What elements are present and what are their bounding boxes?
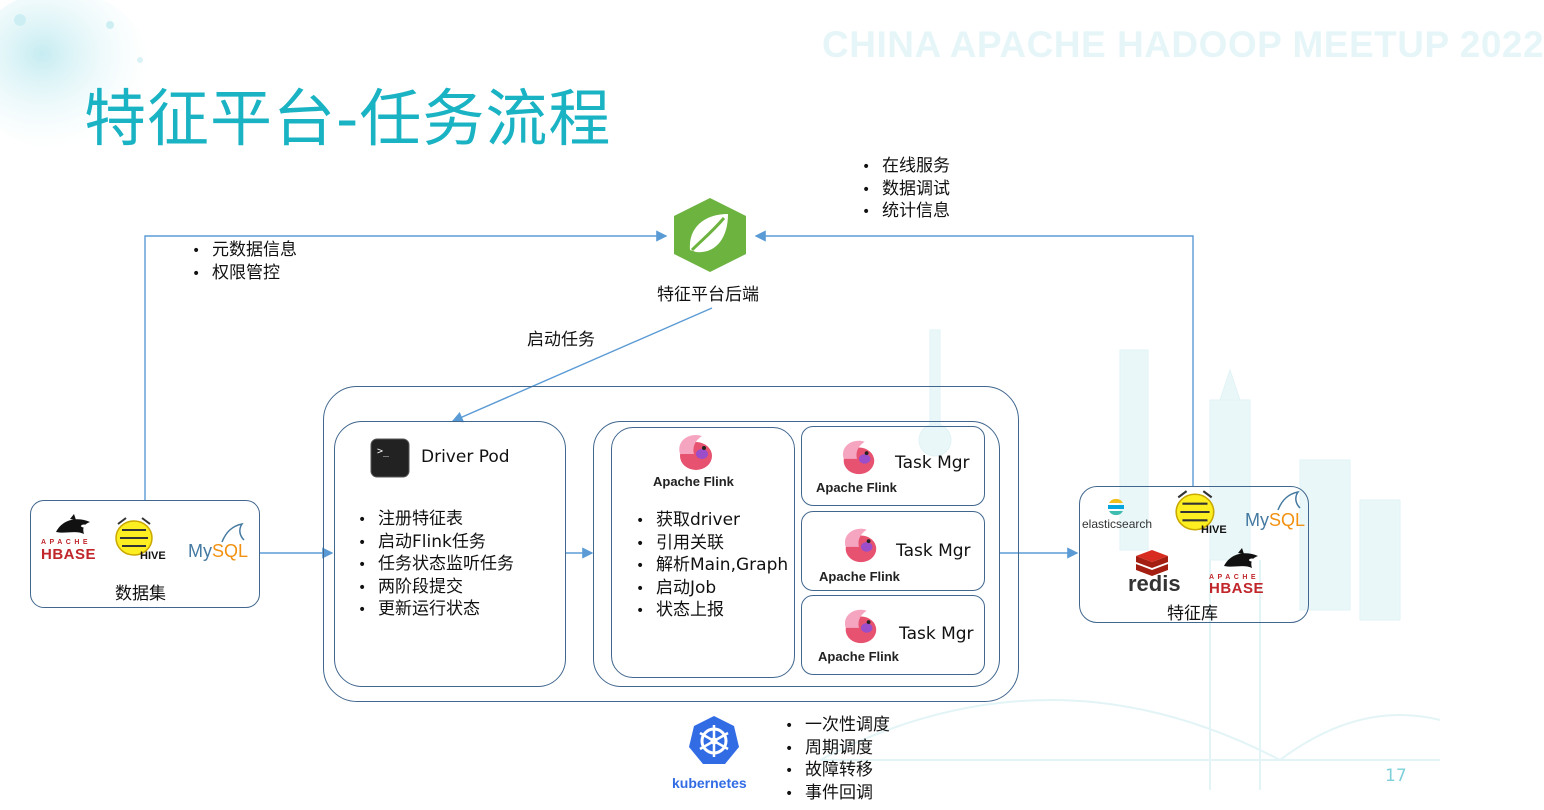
kubernetes-icon [689,716,739,764]
flink-caption: Apache Flink [816,480,897,495]
list-item: 故障转移 [785,760,890,783]
list-item: 统计信息 [862,201,950,224]
kubernetes-label: kubernetes [672,775,747,791]
page-number: 17 [1385,766,1407,786]
list-item: 在线服务 [862,156,950,179]
hive-logo-text: HIVE [1201,524,1227,536]
hbase-logo: HBASE [1209,580,1265,597]
hbase-logo-top: APACHE [41,539,92,546]
orca-icon [56,514,90,534]
list-item: 更新运行状态 [358,599,514,622]
feature-store-box [1079,486,1309,623]
task-manager-label: Task Mgr [896,541,971,561]
task-manager-label: Task Mgr [895,453,970,473]
driver-pod-bullets: 注册特征表 启动Flink任务 任务状态监听任务 两阶段提交 更新运行状态 [358,509,514,622]
hive-icon [115,517,153,556]
start-task-label: 启动任务 [527,330,595,350]
dolphin-icon [221,522,245,543]
list-item: 两阶段提交 [358,577,514,600]
svg-text:>_: >_ [377,446,390,457]
kubernetes-bullets: 一次性调度 周期调度 故障转移 事件回调 [785,715,890,805]
flink-bullets: 获取driver 引用关联 解析Main,Graph 启动Job 状态上报 [636,510,788,623]
dolphin-icon [1277,490,1301,511]
mysql-logo: MySQL [1245,510,1305,531]
elasticsearch-logo-text: elasticsearch [1082,517,1153,531]
mysql-sql: SQL [212,541,249,561]
list-item: 引用关联 [636,533,788,556]
backend-bullets: 在线服务 数据调试 统计信息 [862,156,950,224]
task-manager-box-1 [801,426,985,506]
arrow-featurestore-to-backend [754,230,1194,486]
task-manager-box-2 [801,511,985,591]
list-item: 状态上报 [636,600,788,623]
hive-logo-text: HIVE [140,550,166,562]
flink-session-box [593,421,1000,687]
driver-pod-box [334,421,566,687]
redis-logo-text: redis [1128,571,1181,596]
backend-label: 特征平台后端 [657,285,759,305]
hbase-logo-top: APACHE [1209,574,1260,581]
slide: CHINA APACHE HADOOP MEETUP 2022 特征平台-任务流… [0,0,1440,810]
list-item: 解析Main,Graph [636,555,788,578]
feature-store-label: 特征库 [1167,604,1218,624]
redis-icon [1136,550,1168,576]
list-item: 注册特征表 [358,509,514,532]
mysql-logo: MySQL [188,541,248,562]
elasticsearch-icon [1108,498,1124,516]
watermark: CHINA APACHE HADOOP MEETUP 2022 [822,24,1544,65]
list-item: 启动Job [636,578,788,601]
flink-squirrel-icon [845,609,877,644]
mysql-my: My [1245,510,1269,530]
driver-pod-title: Driver Pod [421,447,510,467]
flink-squirrel-icon [843,440,875,475]
flink-squirrel-icon [845,528,877,563]
flink-squirrel-icon [679,434,712,470]
connectors [144,230,1194,559]
slide-title: 特征平台-任务流程 [84,82,612,155]
list-item: 数据调试 [862,179,950,202]
k8s-cluster-box [323,386,1019,702]
task-manager-box-3 [801,595,985,675]
datasets-box [30,500,260,608]
meta-bullets: 元数据信息 权限管控 [192,240,297,285]
mysql-sql: SQL [1269,510,1306,530]
flink-caption: Apache Flink [819,569,900,584]
terminal-icon: >_ [370,438,410,478]
arrow-backend-to-driver [451,307,713,423]
list-item: 事件回调 [785,783,890,806]
mysql-my: My [188,541,212,561]
list-item: 获取driver [636,510,788,533]
list-item: 周期调度 [785,738,890,761]
spring-leaf-icon [674,198,746,272]
list-item: 任务状态监听任务 [358,554,514,577]
hbase-logo: HBASE [41,546,97,563]
list-item: 启动Flink任务 [358,532,514,555]
orca-icon [1224,548,1258,568]
list-item: 元数据信息 [192,240,297,263]
task-manager-label: Task Mgr [899,624,974,644]
list-item: 权限管控 [192,263,297,286]
flink-caption: Apache Flink [653,474,734,489]
flink-caption: Apache Flink [818,649,899,664]
flink-jobmanager-box [611,427,795,678]
list-item: 一次性调度 [785,715,890,738]
datasets-label: 数据集 [115,584,166,604]
hive-icon [1175,490,1215,531]
arrow-datasets-to-backend [144,230,668,500]
